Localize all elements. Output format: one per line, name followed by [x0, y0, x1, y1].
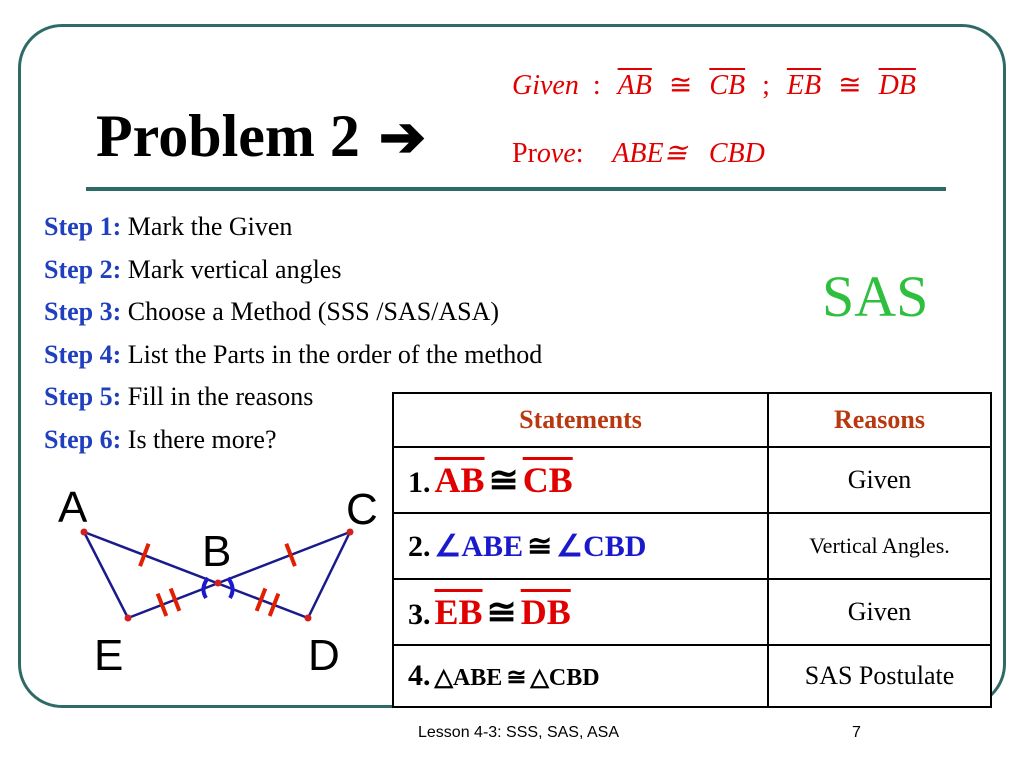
statement-part-b: △CBD — [530, 665, 600, 691]
row-number: 3. — [408, 598, 431, 631]
statement-part-a: ∠ABE — [434, 529, 524, 563]
step-3: Step 3: Choose a Method (SSS /SAS/ASA) — [44, 291, 542, 334]
vertex-label-a: A — [58, 483, 88, 532]
title-text: Problem 2 — [96, 103, 360, 169]
row-number: 1. — [408, 466, 431, 499]
statement-part-a: AB — [434, 460, 485, 500]
statement-part-a: △ABE — [434, 665, 503, 691]
statement-part-a: EB — [434, 592, 483, 632]
vertex-label-b: B — [202, 527, 231, 576]
segment-ad — [83, 530, 309, 620]
given-statement: Given : AB ≅ CB ; EB ≅ DB — [512, 68, 919, 102]
prove-label-italic: ove — [536, 138, 576, 169]
given-segment-db: DB — [878, 70, 916, 101]
reason-cell: Given — [767, 578, 992, 646]
statement-part-b: ∠CBD — [556, 529, 647, 563]
right-arrow-icon: ➔ — [378, 107, 426, 169]
segment-ce — [127, 530, 351, 620]
bowtie-triangle-diagram: A B C D E — [58, 483, 378, 680]
statements-header: Statements — [392, 392, 769, 448]
step-4: Step 4: List the Parts in the order of t… — [44, 334, 542, 377]
vertical-angle-mark-cbd — [226, 576, 235, 600]
table-row: 3. EB ≅ DB Given — [392, 578, 992, 646]
step-6-text: Is there more? — [127, 424, 277, 454]
vertex-point-e — [124, 614, 132, 622]
statement-cell: 3. EB ≅ DB — [392, 578, 769, 646]
step-4-text: List the Parts in the order of the metho… — [127, 339, 543, 369]
tick-db-2 — [254, 587, 268, 612]
step-1-label: Step 1: — [44, 212, 122, 241]
tick-cb — [284, 543, 297, 567]
tick-db-1 — [267, 592, 281, 617]
prove-statement: Prove: ABE≅CBD — [512, 136, 765, 170]
page-number: 7 — [852, 724, 861, 741]
congruent-symbol: ≅ — [488, 459, 519, 501]
step-4-label: Step 4: — [44, 339, 122, 369]
reason-cell: Given — [767, 446, 992, 514]
step-3-text: Choose a Method (SSS /SAS/ASA) — [127, 297, 500, 327]
row-number: 2. — [408, 529, 431, 563]
footer-text: Lesson 4-3: SSS, SAS, ASA — [418, 724, 619, 741]
vertex-label-c: C — [346, 485, 378, 534]
prove-expression: ABE≅CBD — [590, 138, 765, 169]
congruent-symbol: ≅ — [527, 528, 553, 564]
diagram-points — [80, 528, 354, 622]
title-divider — [86, 187, 946, 191]
given-segment-eb: EB — [786, 70, 822, 101]
statement-part-b: DB — [520, 592, 571, 632]
reasons-header: Reasons — [767, 392, 992, 448]
step-1-text: Mark the Given — [127, 212, 293, 241]
step-2: Step 2: Mark vertical angles — [44, 249, 542, 292]
steps-list: Step 1: Mark the Given Step 2: Mark vert… — [44, 206, 542, 462]
tick-eb-1 — [155, 592, 169, 617]
segment-cd — [306, 531, 352, 619]
step-1: Step 1: Mark the Given — [44, 206, 542, 249]
given-congruent-2: ≅ — [838, 68, 862, 101]
table-row: 4. △ABE ≅ △CBD SAS Postulate — [392, 644, 992, 708]
table-row: 1. AB ≅ CB Given — [392, 446, 992, 514]
vertex-point-c — [346, 528, 354, 536]
given-segment-cb: CB — [709, 70, 746, 101]
statement-cell: 4. △ABE ≅ △CBD — [392, 644, 769, 708]
statement-cell: 1. AB ≅ CB — [392, 446, 769, 514]
prove-label: Pr — [512, 138, 537, 169]
given-label: Given — [512, 70, 579, 101]
vertex-label-e: E — [94, 631, 123, 680]
tick-eb-2 — [168, 587, 182, 612]
given-congruent-1: ≅ — [668, 68, 693, 101]
segment-ae — [82, 531, 130, 619]
row-number: 4. — [408, 659, 431, 692]
slide-title: Problem 2 ➔ — [96, 106, 426, 166]
given-segment-ab: AB — [617, 70, 652, 101]
diagram-lines — [82, 530, 352, 620]
step-5-text: Fill in the reasons — [127, 382, 314, 412]
reason-cell: Vertical Angles. — [767, 512, 992, 580]
step-2-text: Mark vertical angles — [127, 254, 342, 284]
proof-table: Statements Reasons 1. AB ≅ CB Given 2. ∠… — [392, 392, 992, 708]
step-6: Step 6: Is there more? — [44, 419, 542, 462]
step-3-label: Step 3: — [44, 297, 122, 327]
step-5: Step 5: Fill in the reasons — [44, 376, 542, 419]
diagram-tick-marks — [138, 543, 297, 617]
step-2-label: Step 2: — [44, 254, 122, 284]
vertex-point-a — [80, 528, 88, 536]
vertex-label-d: D — [308, 631, 340, 680]
method-answer: SAS — [822, 264, 929, 329]
congruent-symbol: ≅ — [486, 591, 517, 633]
prove-colon: : — [575, 138, 584, 169]
vertex-point-d — [304, 614, 312, 622]
vertical-angle-mark-abe — [201, 576, 210, 600]
step-6-label: Step 6: — [44, 424, 122, 454]
proof-table-header: Statements Reasons — [392, 392, 992, 448]
given-separator: ; — [762, 70, 770, 101]
reason-cell: SAS Postulate — [767, 644, 992, 708]
vertex-point-b — [214, 579, 222, 587]
table-row: 2. ∠ABE ≅ ∠CBD Vertical Angles. — [392, 512, 992, 580]
given-colon: : — [592, 70, 601, 101]
tick-ab — [138, 543, 151, 567]
step-5-label: Step 5: — [44, 382, 122, 412]
congruent-symbol: ≅ — [506, 662, 527, 691]
statement-part-b: CB — [522, 460, 573, 500]
statement-cell: 2. ∠ABE ≅ ∠CBD — [392, 512, 769, 580]
